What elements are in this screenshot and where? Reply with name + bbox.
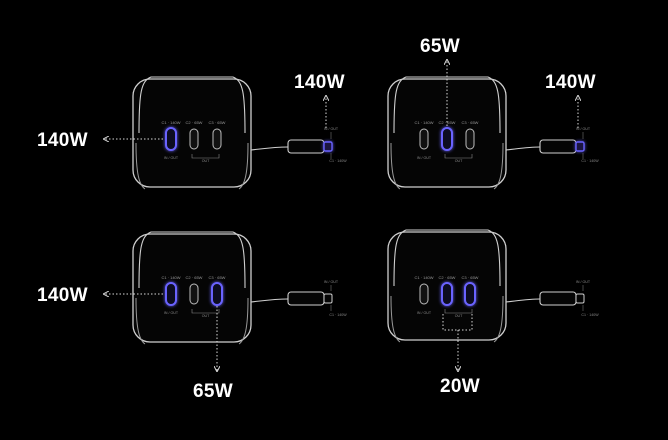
cable-port-label: C1 · 140W [329, 159, 347, 163]
port-c2 [441, 127, 453, 151]
callout-c3-power: 65W [193, 381, 233, 402]
port-in-out-label: IN / OUT [164, 311, 179, 315]
port-c1-label: C1 · 140W [414, 120, 433, 125]
port-c3-label: C3 · 65W [462, 120, 479, 125]
usb-c-cable [505, 291, 585, 306]
port-c2-label: C2 · 65W [186, 120, 203, 125]
port-c3 [465, 128, 475, 150]
port-out-label: OUT [455, 159, 463, 163]
port-c3-label: C3 · 65W [209, 275, 226, 280]
port-c1-label: C1 · 140W [161, 120, 180, 125]
port-c2 [189, 283, 199, 305]
callout-c2-power: 65W [420, 36, 460, 57]
port-c1 [165, 127, 177, 151]
port-c1 [419, 128, 429, 150]
port-out-label: OUT [202, 159, 210, 163]
cable-port-label: C1 · 140W [581, 159, 599, 163]
port-c2 [441, 282, 453, 306]
port-c2-label: C2 · 65W [186, 275, 203, 280]
callout-c1-power: 140W [37, 285, 88, 306]
panel-bottom-right: C1 · 140W C2 · 65W C3 · 65W IN / OUT OUT… [387, 229, 599, 343]
panel-top-right: C1 · 140W C2 · 65W C3 · 65W IN / OUT OUT… [387, 76, 599, 190]
port-in-out-label: IN / OUT [417, 311, 432, 315]
cable-in-out-label: IN / OUT [576, 127, 591, 131]
callout-c1-power: 140W [37, 130, 88, 151]
callout-c2-c3-bracket [442, 314, 473, 331]
cable-in-out-label: IN / OUT [324, 127, 339, 131]
callout-cable-power: 140W [545, 72, 596, 93]
port-c3-label: C3 · 65W [462, 275, 479, 280]
cable-port-label: C1 · 140W [329, 313, 347, 317]
panel-bottom-left: C1 · 140W C2 · 65W C3 · 65W IN / OUT OUT… [132, 231, 347, 345]
callout-c2-c3-power: 20W [440, 376, 480, 397]
port-c1 [165, 282, 177, 306]
port-in-out-label: IN / OUT [417, 156, 432, 160]
port-out-label: OUT [455, 314, 463, 318]
port-c3 [464, 282, 476, 306]
panel-top-left: C1 · 140W C2 · 65W C3 · 65W IN / OUT OUT… [132, 76, 347, 190]
port-c3-label: C3 · 65W [209, 120, 226, 125]
usb-c-cable [505, 139, 585, 154]
usb-c-cable [250, 139, 333, 154]
port-c2-label: C2 · 65W [439, 275, 456, 280]
callout-cable-power: 140W [294, 72, 345, 93]
port-c1-label: C1 · 140W [414, 275, 433, 280]
cable-port-label: C1 · 140W [581, 313, 599, 317]
cable-in-out-label: IN / OUT [576, 280, 591, 284]
port-c1 [419, 283, 429, 305]
port-c3 [211, 282, 223, 306]
port-c3 [212, 128, 222, 150]
port-out-label: OUT [202, 314, 210, 318]
port-c1-label: C1 · 140W [161, 275, 180, 280]
cable-in-out-label: IN / OUT [324, 280, 339, 284]
port-c2 [189, 128, 199, 150]
port-in-out-label: IN / OUT [164, 156, 179, 160]
usb-c-cable [250, 291, 333, 306]
